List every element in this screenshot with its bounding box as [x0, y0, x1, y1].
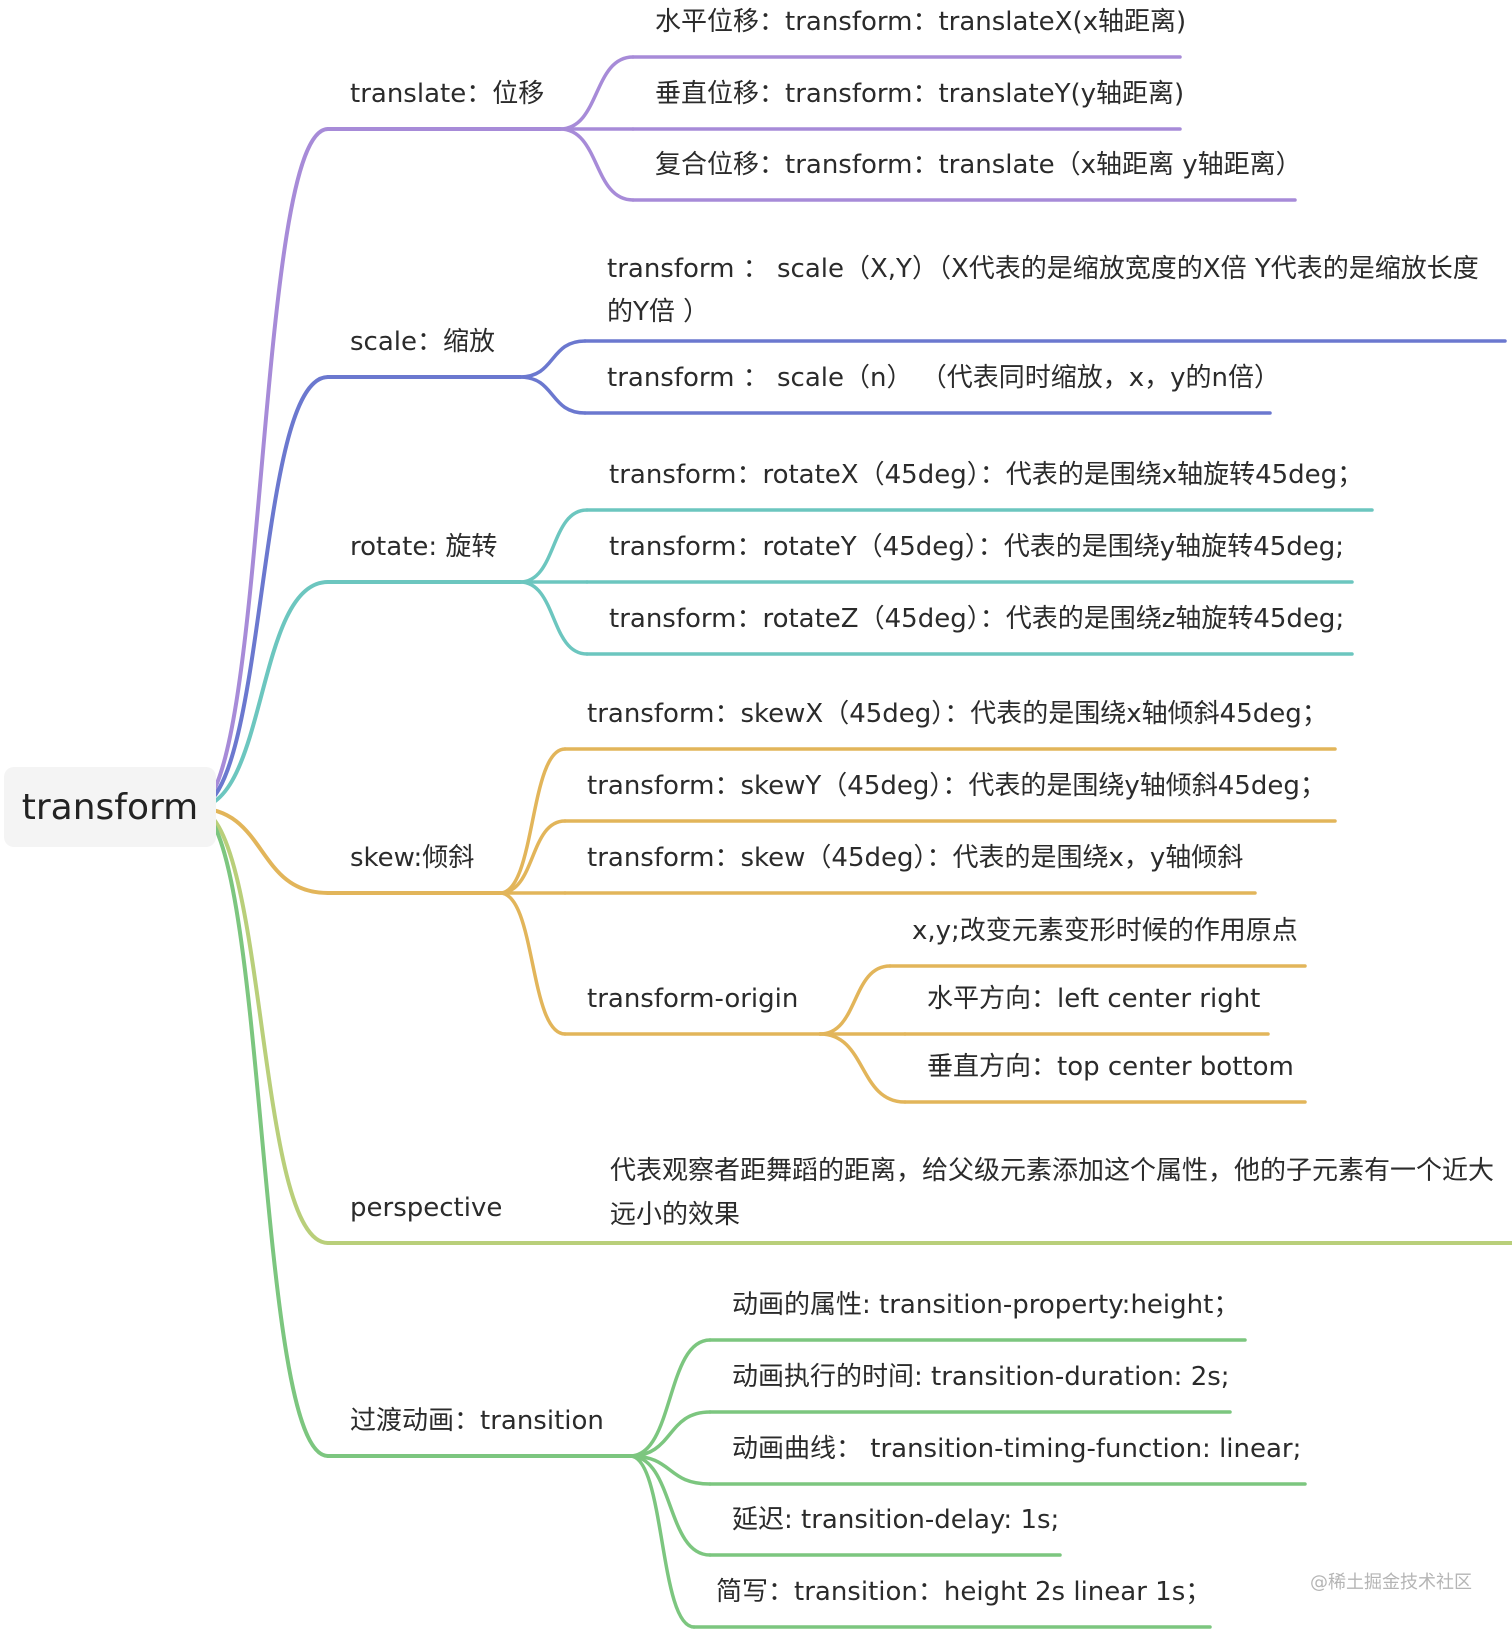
- edge-root-perspective: [193, 806, 330, 1245]
- edge-transition-3: [628, 1454, 712, 1557]
- leaf-skew-1[interactable]: transform：skewX（45deg）：代表的是围绕x轴倾斜45deg；: [587, 699, 1328, 729]
- branch-scale[interactable]: scale：缩放: [350, 327, 495, 357]
- edge-skew-1: [498, 819, 567, 895]
- leaf-skew-3[interactable]: transform：skew（45deg）：代表的是围绕x，y轴倾斜: [587, 843, 1244, 873]
- edge-transition-0: [628, 1338, 712, 1458]
- edge-skew-3: [498, 891, 567, 1036]
- edge-scale-0: [518, 339, 587, 379]
- edge-rotate-2: [518, 580, 589, 656]
- leaf-skew-2[interactable]: transform：skewY（45deg）：代表的是围绕y轴倾斜45deg；: [587, 771, 1326, 801]
- subbranch-skew-origin[interactable]: transform-origin: [587, 984, 799, 1014]
- branch-translate[interactable]: translate：位移: [350, 79, 545, 109]
- edge-scale-1: [518, 375, 587, 415]
- leaf-transition-3[interactable]: 动画曲线： transition-timing-function: linear…: [732, 1434, 1302, 1464]
- edge-root-translate: [193, 127, 330, 810]
- leaf-rotate-3[interactable]: transform：rotateZ（45deg）：代表的是围绕z轴旋转45deg…: [609, 604, 1345, 634]
- edge-transition-4: [628, 1454, 696, 1629]
- leaf-transition-4[interactable]: 延迟: transition-delay: 1s;: [732, 1505, 1060, 1535]
- watermark-text: @稀土掘金技术社区: [1310, 1572, 1472, 1593]
- leaf-origin-1[interactable]: x,y;改变元素变形时候的作用原点: [912, 916, 1298, 946]
- leaf-transition-1[interactable]: 动画的属性: transition-property:height；: [732, 1290, 1240, 1320]
- leaf-rotate-1[interactable]: transform：rotateX（45deg）：代表的是围绕x轴旋转45deg…: [609, 460, 1364, 490]
- edge-translate-0: [558, 55, 635, 131]
- branch-rotate[interactable]: rotate: 旋转: [350, 532, 498, 562]
- leaf-perspective-1-line-1[interactable]: 代表观察者距舞蹈的距离，给父级元素添加这个属性，他的子元素有一个近大: [610, 1156, 1495, 1186]
- edge-transition-2: [628, 1454, 712, 1486]
- leaf-scale-1-line-2[interactable]: 的Y倍 ）: [607, 297, 710, 327]
- edge-skew-0: [498, 747, 567, 895]
- edge-origin-0: [818, 964, 892, 1036]
- leaf-scale-2[interactable]: transform ： scale（n） （代表同时缩放，x，y的n倍）: [607, 363, 1280, 393]
- edge-root-scale: [193, 375, 330, 810]
- leaf-perspective-1-line-2[interactable]: 远小的效果: [610, 1200, 741, 1230]
- edge-root-rotate: [193, 580, 330, 810]
- branch-transition[interactable]: 过渡动画：transition: [350, 1406, 604, 1436]
- leaf-translate-3[interactable]: 复合位移：transform：translate（x轴距离 y轴距离）: [655, 150, 1302, 180]
- leaf-rotate-2[interactable]: transform：rotateY（45deg）：代表的是围绕y轴旋转45deg…: [609, 532, 1345, 562]
- leaf-translate-1[interactable]: 水平位移：transform：translateX(x轴距离): [655, 7, 1187, 37]
- edge-root-transition: [193, 806, 330, 1458]
- edge-rotate-0: [518, 508, 589, 584]
- leaf-transition-2[interactable]: 动画执行的时间: transition-duration: 2s;: [732, 1362, 1230, 1392]
- edge-origin-2: [818, 1032, 907, 1104]
- edge-translate-2: [558, 127, 635, 202]
- edge-root-skew: [193, 806, 330, 895]
- root-node[interactable]: transform: [4, 767, 216, 847]
- leaf-transition-5[interactable]: 简写：transition：height 2s linear 1s；: [716, 1577, 1212, 1607]
- leaf-origin-2[interactable]: 水平方向：left center right: [927, 984, 1261, 1014]
- edge-transition-1: [628, 1410, 712, 1458]
- branch-perspective[interactable]: perspective: [350, 1193, 503, 1223]
- leaf-translate-2[interactable]: 垂直位移：transform：translateY(y轴距离): [655, 79, 1185, 109]
- leaf-origin-3[interactable]: 垂直方向：top center bottom: [927, 1052, 1294, 1082]
- leaf-scale-1-line-1[interactable]: transform ： scale（X,Y）（X代表的是缩放宽度的X倍 Y代表的…: [607, 254, 1479, 284]
- branch-skew[interactable]: skew:倾斜: [350, 843, 475, 873]
